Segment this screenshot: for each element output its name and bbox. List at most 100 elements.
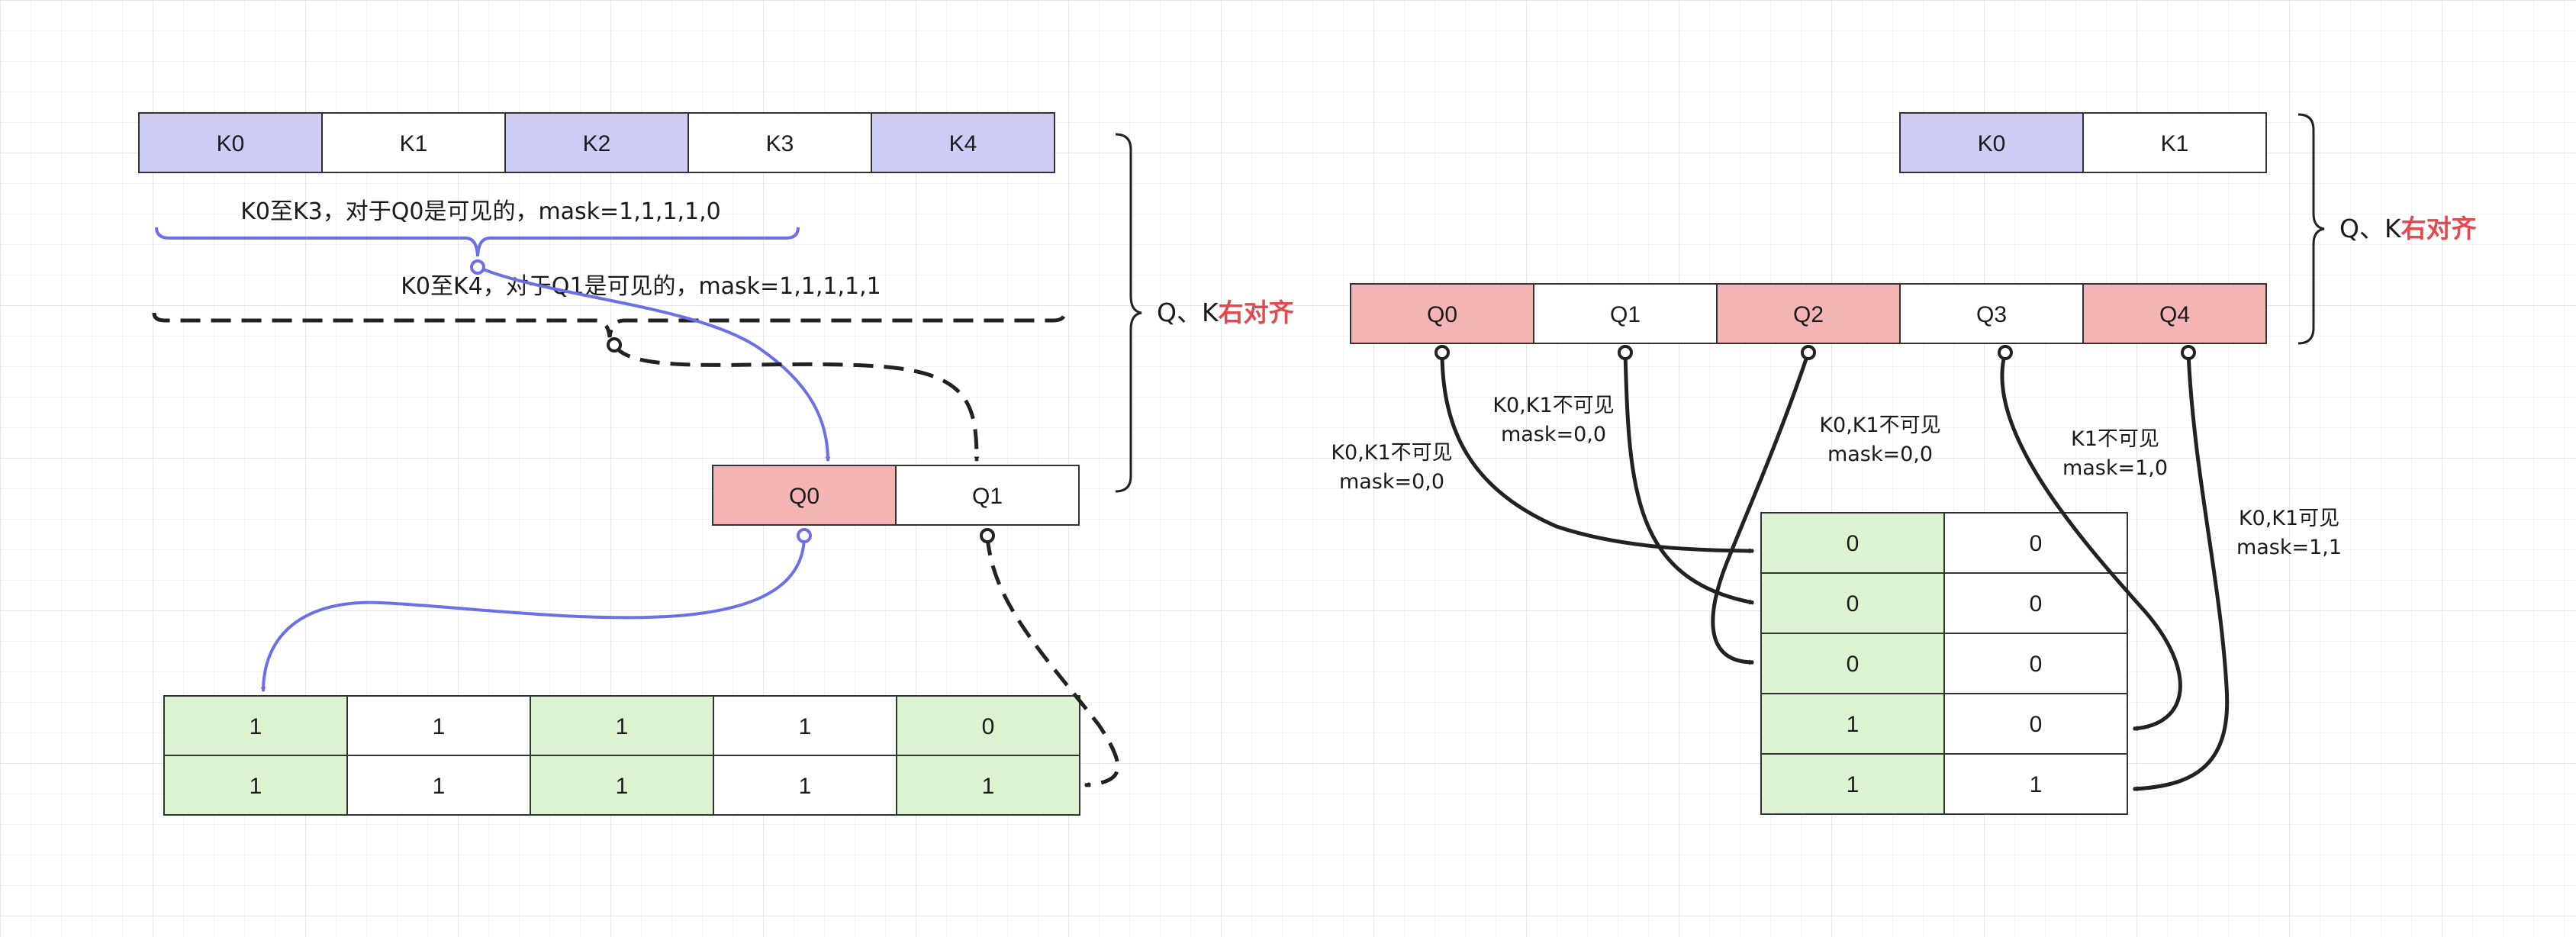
key-label: K0: [1978, 131, 2006, 156]
mask-value: 0: [1847, 591, 1860, 617]
key-label: K4: [949, 131, 977, 156]
mask-cell: 1: [1943, 753, 2128, 815]
query-label: Q1: [972, 484, 1003, 509]
key-cell: K0: [1899, 112, 2084, 173]
mask-annotation: K0,K1不可见 mask=0,0: [1819, 414, 1940, 466]
query-label: Q0: [789, 484, 819, 509]
query-cell: Q3: [1899, 283, 2084, 344]
mask-value: 0: [2030, 531, 2043, 556]
mask-cell: 0: [1943, 633, 2128, 694]
query-label: Q1: [1610, 302, 1641, 327]
mask-cell: 1: [530, 695, 714, 756]
connector-origin-dot: [470, 259, 485, 275]
svg-text:mask=0,0: mask=0,0: [1501, 423, 1606, 446]
mask-cell: 0: [1760, 512, 1945, 574]
connector-q0-brace: [477, 266, 831, 462]
mask-value: 1: [616, 714, 629, 739]
query-label: Q3: [1976, 302, 2007, 327]
left-mask-table: 1 1 1 1 0 1 1 1 1 1: [163, 695, 1080, 816]
mask-cell: 1: [346, 695, 531, 756]
mask-value: 1: [250, 774, 262, 799]
query-label: Q4: [2159, 302, 2190, 327]
mask-annotation: K0,K1不可见 mask=0,0: [1331, 441, 1452, 494]
svg-text:K1不可见: K1不可见: [2071, 427, 2159, 451]
mask-value: 0: [2030, 591, 2043, 617]
connector-origin-dot: [1435, 345, 1450, 360]
key-cell: K0: [138, 112, 323, 173]
brace-q0-label: K0至K3，对于Q0是可见的，mask=1,1,1,1,0: [240, 198, 721, 225]
query-cell: Q2: [1716, 283, 1901, 344]
mask-value: 1: [982, 774, 995, 799]
query-label: Q2: [1793, 302, 1824, 327]
connector-origin-dot: [1801, 345, 1816, 360]
mask-value: 1: [1847, 772, 1860, 797]
connector-q1-row1: [1623, 352, 1755, 605]
right-key-row: K0 K1: [1899, 112, 2267, 173]
connector-q1-mask-row: [985, 535, 1120, 788]
svg-text:K0,K1不可见: K0,K1不可见: [1492, 394, 1614, 417]
mask-value: 1: [799, 774, 812, 799]
svg-text:K0,K1不可见: K0,K1不可见: [1331, 441, 1452, 465]
svg-text:K0,K1可见: K0,K1可见: [2239, 507, 2339, 530]
key-cell: K1: [2082, 112, 2267, 173]
key-label: K0: [217, 131, 245, 156]
query-cell: Q4: [2082, 283, 2267, 344]
connector-origin-dot: [1618, 345, 1633, 360]
mask-cell: 1: [896, 755, 1080, 816]
left-panel: K0 K1 K2 K3 K4 K0至K3，对于Q0是可见的，mask=1,1,1…: [138, 112, 1294, 816]
query-cell: Q1: [895, 465, 1080, 526]
mask-value: 1: [250, 714, 262, 739]
mask-cell: 0: [896, 695, 1080, 756]
query-cell: Q0: [712, 465, 897, 526]
connector-q3-row3: [2000, 352, 2182, 732]
connector-q2-row2: [1711, 352, 1811, 665]
mask-cell: 1: [713, 695, 897, 756]
brace-q1-label: K0至K4，对于Q1是可见的，mask=1,1,1,1,1: [401, 273, 881, 300]
align-bracket: [2297, 113, 2325, 345]
connector-q0-row0: [1440, 352, 1755, 554]
mask-cell: 1: [1760, 693, 1945, 755]
connector-origin-dot: [607, 337, 622, 353]
mask-annotation: K1不可见 mask=1,0: [2062, 427, 2168, 480]
svg-text:mask=0,0: mask=0,0: [1339, 470, 1444, 494]
connector-origin-dot: [980, 528, 995, 543]
svg-text:mask=1,1: mask=1,1: [2236, 536, 2342, 559]
svg-text:mask=0,0: mask=0,0: [1827, 443, 1933, 466]
svg-text:K0,K1不可见: K0,K1不可见: [1819, 414, 1940, 437]
connector-origin-dot: [1998, 345, 2013, 360]
key-label: K1: [400, 131, 428, 156]
mask-cell: 0: [1760, 633, 1945, 694]
key-cell: K3: [687, 112, 872, 173]
mask-value: 0: [1847, 652, 1860, 677]
connector-origin-dot: [2181, 345, 2196, 360]
mask-value: 1: [1847, 712, 1860, 737]
key-cell: K2: [504, 112, 689, 173]
connector-q4-row4: [2132, 352, 2230, 792]
mask-cell: 1: [163, 755, 348, 816]
mask-cell: 1: [346, 755, 531, 816]
mask-cell: 1: [163, 695, 348, 756]
key-label: K3: [766, 131, 794, 156]
right-query-row: Q0 Q1 Q2 Q3 Q4: [1350, 283, 2267, 344]
right-mask-table: 0 0 0 0 0 0 1 0 1 1: [1760, 512, 2128, 815]
mask-cell: 1: [1760, 753, 1945, 815]
connector-q0-mask-row: [260, 535, 806, 693]
align-bracket: [1115, 133, 1142, 493]
mask-value: 1: [799, 714, 812, 739]
mask-cell: 1: [530, 755, 714, 816]
mask-cell: 0: [1760, 572, 1945, 634]
mask-value: 1: [433, 714, 446, 739]
query-label: Q0: [1427, 302, 1457, 327]
mask-value: 0: [982, 714, 995, 739]
brace-q1: [152, 312, 1067, 338]
mask-value: 0: [2030, 712, 2043, 737]
mask-cell: 1: [713, 755, 897, 816]
mask-annotation: K0,K1可见 mask=1,1: [2236, 507, 2342, 559]
mask-value: 1: [2030, 772, 2043, 797]
key-cell: K4: [871, 112, 1055, 173]
mask-cell: 0: [1943, 693, 2128, 755]
left-query-row: Q0 Q1: [712, 465, 1080, 526]
svg-text:mask=1,0: mask=1,0: [2062, 456, 2168, 480]
connector-origin-dot: [797, 528, 812, 543]
